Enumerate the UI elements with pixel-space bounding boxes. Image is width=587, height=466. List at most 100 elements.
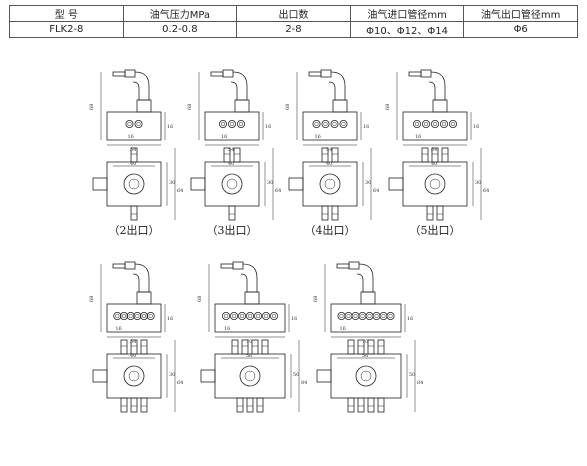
side-dimension-label: 16 — [167, 316, 173, 322]
outlet-port — [120, 311, 129, 320]
outlet-port-bore — [148, 313, 153, 319]
outlet-port — [386, 311, 395, 320]
plan-outlet-fitting-bottom — [321, 205, 329, 221]
plan-outlet-fitting-top — [231, 339, 239, 355]
outlet-port — [133, 311, 142, 320]
plan-inlet-bore — [128, 178, 140, 190]
block-body — [302, 111, 358, 141]
inlet-nut — [232, 261, 244, 270]
outlet-port — [339, 120, 348, 129]
plan-outlet-fitting-bottom — [436, 205, 444, 221]
outlet-port — [439, 120, 448, 129]
outlet-port — [125, 120, 134, 129]
outlet-port-bore — [223, 313, 229, 319]
outlet-port-bore — [263, 313, 269, 319]
plan-outlet-fitting-bottom — [120, 397, 128, 413]
plan-outlet-fitting-top — [347, 339, 355, 355]
plan-outlet-fitting-top — [367, 339, 375, 355]
outlet-port-bore — [135, 313, 140, 319]
plan-inlet-ring — [123, 173, 145, 195]
outlet-port-bore — [239, 313, 245, 319]
height-dimension-label: 68 — [187, 104, 193, 110]
outlet-port-bore — [255, 313, 261, 319]
outlet-port-bore — [374, 313, 379, 319]
inner-dimension-label: 56 — [246, 353, 252, 359]
block-body — [214, 303, 286, 333]
plan-inlet-stub — [388, 177, 404, 191]
width-dimension-label: 70 — [362, 339, 368, 345]
outlet-port-bore — [220, 121, 226, 127]
plan-inlet-ring — [239, 365, 261, 387]
pitch-dimension-label: 16 — [340, 326, 346, 332]
drawing-caption: （3出口） — [207, 223, 258, 237]
fitting-hex — [136, 99, 152, 113]
fitting-hex — [136, 291, 152, 305]
block-body — [330, 303, 402, 333]
plan-inlet-bore — [226, 178, 238, 190]
plan-body — [302, 161, 358, 207]
block-body — [402, 111, 468, 141]
fitting-hex — [332, 99, 348, 113]
plan-outlet-fitting-bottom — [130, 397, 138, 413]
outlet-port — [139, 311, 148, 320]
plan-outlet-fitting-top — [241, 339, 249, 355]
outlet-port — [146, 311, 155, 320]
plan-body — [330, 353, 402, 399]
plan-inlet-stub — [92, 369, 108, 383]
outlet-port — [134, 120, 143, 129]
fitting-hex — [244, 291, 260, 305]
plan-inlet-bore — [360, 370, 372, 382]
outlet-port — [421, 120, 430, 129]
side-dimension-label: 16 — [363, 124, 369, 130]
outlet-port — [412, 120, 421, 129]
plan-inlet-ring — [221, 173, 243, 195]
inlet-pipe — [210, 71, 224, 77]
outlet-port-bore — [323, 121, 328, 127]
outlet-port-bore — [341, 121, 346, 127]
height-dimension-label: 68 — [89, 104, 95, 110]
plan-outlet-fitting-bottom — [228, 205, 236, 221]
inlet-pipe — [336, 263, 350, 269]
plan-total-label: 64 — [483, 188, 489, 194]
outlet-port-bore — [414, 121, 420, 127]
inlet-pipe — [112, 263, 126, 269]
plan-inlet-ring — [319, 173, 341, 195]
plan-inlet-ring — [424, 173, 446, 195]
plan-outlet-fitting-bottom — [377, 397, 385, 413]
outlet-port — [358, 311, 367, 320]
outlet-port — [312, 120, 321, 129]
outlet-port — [344, 311, 353, 320]
fitting-hex — [360, 291, 376, 305]
outlet-port — [269, 311, 278, 320]
height-dimension-label: 68 — [89, 296, 95, 302]
inlet-nut — [420, 69, 432, 78]
drawing-caption: （2出口） — [109, 223, 160, 237]
pitch-dimension-label: 16 — [128, 134, 134, 140]
plan-height-label: 30 — [169, 372, 175, 378]
outlet-port — [430, 120, 439, 129]
side-dimension-label: 16 — [407, 316, 413, 322]
plan-body — [402, 161, 468, 207]
inner-dimension-label: 40 — [431, 161, 437, 167]
side-dimension-label: 16 — [167, 124, 173, 130]
outlet-port-bore — [353, 313, 358, 319]
outlet-port — [321, 120, 330, 129]
fitting-hex — [432, 99, 448, 113]
width-dimension-label: 70 — [246, 339, 252, 345]
plan-inlet-stub — [92, 177, 108, 191]
outlet-port-bore — [128, 313, 133, 319]
width-dimension-label: 54 — [130, 147, 136, 153]
plan-outlet-fitting-top — [431, 147, 439, 163]
spec-table: 型 号 油气压力MPa 出口数 油气进口管径mm 油气出口管径mm FLK2-8… — [9, 5, 578, 38]
plan-height-label: 50 — [409, 372, 415, 378]
side-dimension-label: 16 — [265, 124, 271, 130]
outlet-port-bore — [339, 313, 344, 319]
inlet-pipe — [112, 71, 126, 77]
plan-outlet-fitting-top — [421, 147, 429, 163]
